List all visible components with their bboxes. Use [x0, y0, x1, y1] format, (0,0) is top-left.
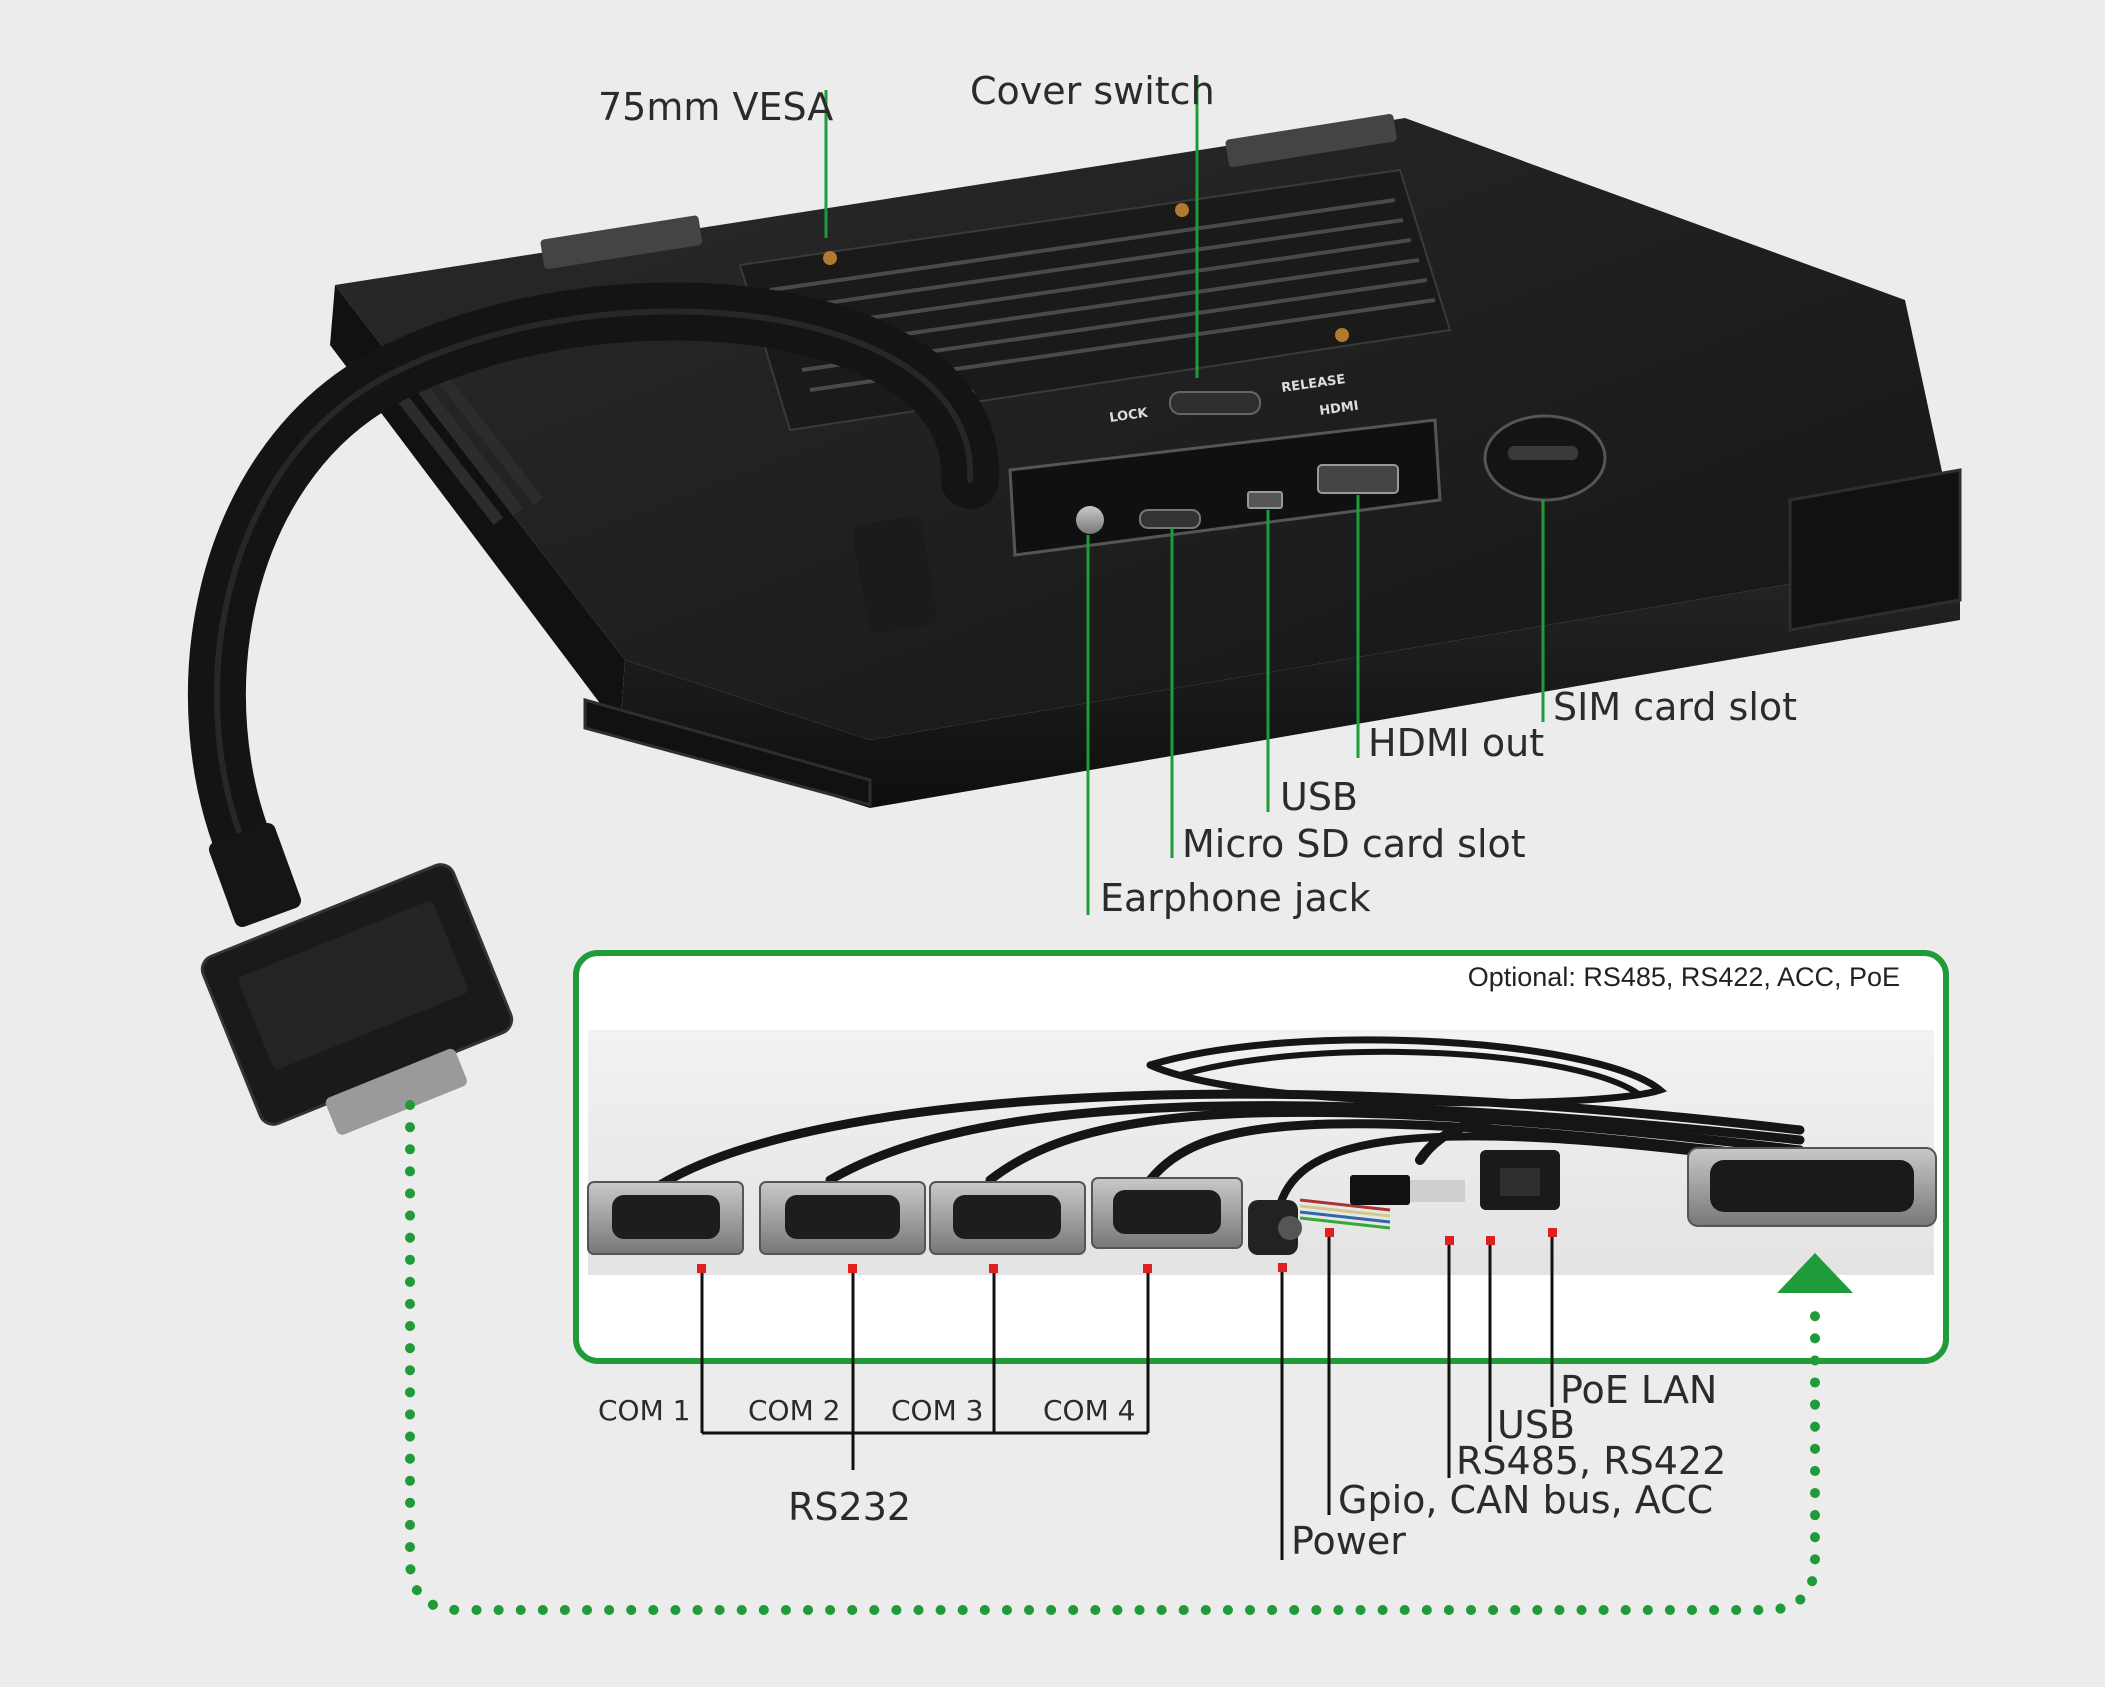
cable-callout-lines [700, 1237, 1554, 1560]
db44-connector [1687, 1147, 1937, 1227]
label-rs485: RS485, RS422 [1456, 1439, 1727, 1483]
db9-connectors [587, 1177, 1243, 1255]
gpio-wires [1299, 1198, 1391, 1230]
label-hdmi-out: HDMI out [1368, 721, 1545, 765]
db-connector [200, 863, 514, 1135]
connection-dotted-path [405, 1100, 1820, 1615]
label-com3: COM 3 [891, 1394, 984, 1427]
power-plug [1248, 1200, 1298, 1255]
label-micro-sd: Micro SD card slot [1182, 822, 1526, 866]
label-power: Power [1291, 1519, 1406, 1563]
hdmi-marking: HDMI [1318, 399, 1359, 419]
optional-note: Optional: RS485, RS422, ACC, PoE [1467, 962, 1900, 992]
label-com1: COM 1 [598, 1394, 691, 1427]
usb-plug [1350, 1175, 1410, 1205]
device-callout-lines [824, 75, 1545, 915]
label-com2: COM 2 [748, 1394, 841, 1427]
label-earphone: Earphone jack [1100, 876, 1371, 920]
label-cover-switch: Cover switch [970, 69, 1215, 113]
breakout-cables [655, 1036, 1805, 1209]
label-usb: USB [1280, 775, 1359, 819]
label-rs232: RS232 [788, 1485, 912, 1529]
label-sim-card-slot: SIM card slot [1553, 685, 1798, 729]
optional-note-wrap: Optional: RS485, RS422, ACC, PoE [1460, 962, 1900, 996]
label-poe-lan: PoE LAN [1560, 1368, 1718, 1412]
label-vesa: 75mm VESA [598, 85, 834, 129]
label-com4: COM 4 [1043, 1394, 1136, 1427]
label-cable-usb: USB [1497, 1403, 1576, 1447]
lock-marking: LOCK [1108, 406, 1149, 426]
red-markers [697, 1228, 1557, 1273]
label-gpio: Gpio, CAN bus, ACC [1338, 1478, 1714, 1522]
arrow-up-icon [1777, 1253, 1853, 1293]
